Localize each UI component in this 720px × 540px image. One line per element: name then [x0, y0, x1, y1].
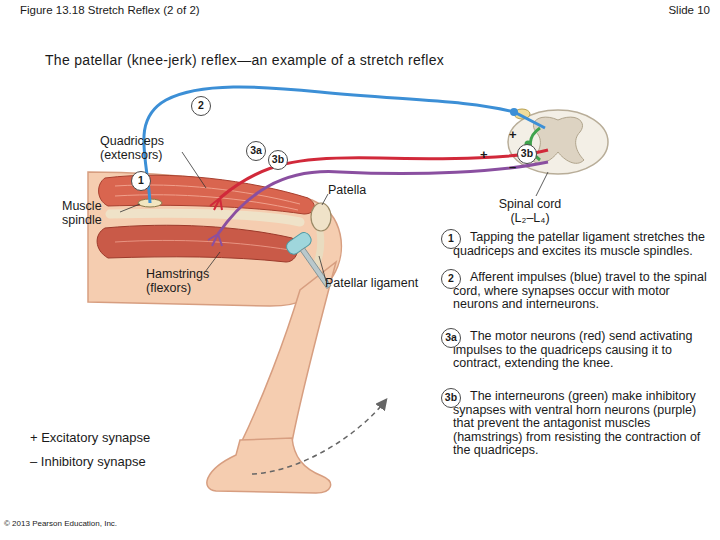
- slide-number: Slide 10: [640, 4, 710, 17]
- motor-end-plate: [208, 234, 222, 246]
- step-number: 2: [441, 269, 461, 289]
- leader-line: [322, 194, 328, 205]
- callout-number: 2: [191, 96, 211, 116]
- step-text: Tapping the patellar ligament stretches …: [453, 231, 707, 258]
- copyright-note: © 2013 Pearson Education, Inc.: [4, 520, 224, 529]
- muscle-striation: [115, 240, 290, 250]
- step-text: The interneurons (green) make inhibitory…: [453, 390, 707, 458]
- spinal-cord: [508, 110, 608, 174]
- patella-bone: [311, 203, 331, 231]
- thigh-skin: [88, 172, 341, 306]
- muscle-striation: [115, 195, 298, 210]
- motor-end-plate: [210, 198, 222, 210]
- hammer-head: [284, 230, 313, 256]
- leader-line: [319, 256, 326, 281]
- figure-number: Figure 13.18 Stretch Reflex (2 of 2): [20, 4, 320, 17]
- hamstrings-muscle: [97, 225, 298, 262]
- step-text: The motor neurons (red) send activating …: [453, 330, 707, 371]
- figure-title: The patellar (knee-jerk) reflex—an examp…: [45, 52, 565, 68]
- callout-number: 3b: [268, 150, 288, 170]
- shin-skin: [240, 262, 336, 445]
- step-text: Afferent impulses (blue) travel to the s…: [453, 271, 707, 312]
- synapse-sign: +: [509, 128, 521, 142]
- callout-number: 3b: [517, 144, 537, 164]
- synapse-sign: –: [509, 160, 521, 174]
- step-number: 1: [441, 229, 461, 249]
- step-number: 3b: [441, 388, 461, 408]
- legend-entry: – Inhibitory synapse: [30, 454, 146, 469]
- afferent-neuron: [144, 87, 545, 203]
- ventral-horn-neuron: [218, 162, 548, 234]
- leader-line: [536, 172, 548, 196]
- callout-number: 3a: [246, 141, 266, 161]
- step-number: 3a: [441, 328, 461, 348]
- synapse-sign: +: [480, 148, 492, 162]
- kick-arrow: [252, 400, 386, 474]
- leader-line: [120, 204, 140, 212]
- foot-skin: [207, 438, 331, 493]
- legend-entry: + Excitatory synapse: [30, 430, 150, 445]
- part-name: Spinal cord (L₂–L₄): [488, 198, 572, 226]
- callout-number: 1: [131, 171, 151, 191]
- leader-line: [182, 152, 206, 188]
- muscle-name: Quadriceps (extensors): [100, 135, 185, 163]
- femur-bone: [110, 213, 300, 222]
- part-name: Patellar ligament: [325, 277, 445, 291]
- part-name: Muscle spindle: [62, 200, 122, 228]
- afferent-cell-body: [510, 108, 518, 116]
- part-name: Patella: [328, 184, 388, 198]
- muscle-name: Hamstrings (flexors): [146, 268, 236, 296]
